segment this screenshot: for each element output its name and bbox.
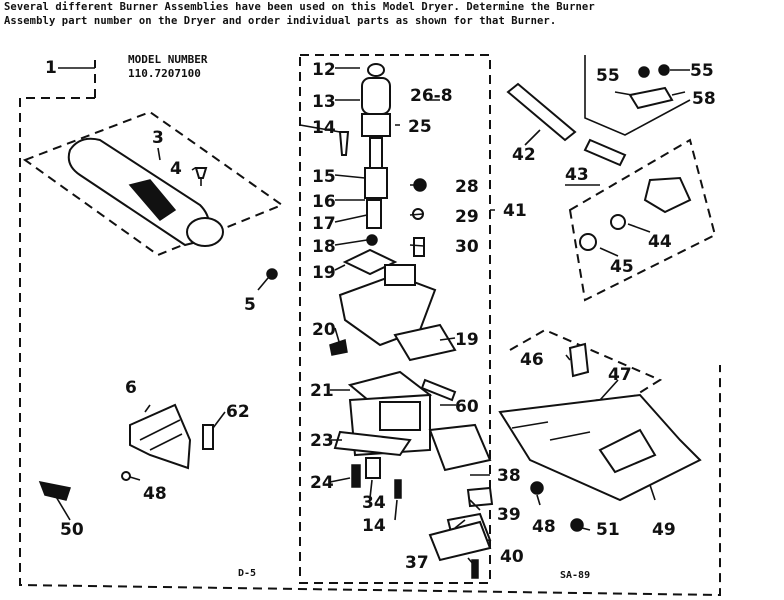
callout-48-left: 48 bbox=[143, 484, 167, 504]
callout-5: 5 bbox=[244, 295, 256, 315]
item-3-border bbox=[22, 110, 285, 257]
callout-34: 34 bbox=[362, 493, 386, 513]
callout-51: 51 bbox=[596, 520, 620, 540]
leader-lines bbox=[54, 67, 690, 566]
callout-29: 29 bbox=[455, 207, 479, 227]
callout-37: 37 bbox=[405, 553, 429, 573]
callout-25: 25 bbox=[408, 117, 432, 137]
callout-26-8: 26-8 bbox=[410, 86, 453, 106]
callout-14-bottom: 14 bbox=[362, 516, 386, 536]
model-number: 110.7207100 bbox=[128, 67, 201, 80]
callout-45: 45 bbox=[610, 257, 634, 277]
callout-38: 38 bbox=[497, 466, 521, 486]
callout-49: 49 bbox=[652, 520, 676, 540]
callout-30: 30 bbox=[455, 237, 479, 257]
callout-1: 1 bbox=[45, 58, 57, 78]
callout-58: 58 bbox=[692, 89, 716, 109]
callout-48-right: 48 bbox=[532, 517, 556, 537]
header-note: Several different Burner Assemblies have… bbox=[4, 0, 780, 28]
footer-left-code: D-5 bbox=[238, 568, 257, 579]
header-line-1: Several different Burner Assemblies have… bbox=[4, 1, 595, 13]
callout-42: 42 bbox=[512, 145, 536, 165]
outer-assembly-border bbox=[19, 60, 721, 597]
callout-6: 6 bbox=[125, 378, 137, 398]
callout-28: 28 bbox=[455, 177, 479, 197]
callout-14-top: 14 bbox=[312, 118, 336, 138]
callout-16: 16 bbox=[312, 192, 336, 212]
burner-group-border bbox=[299, 54, 491, 584]
callout-13: 13 bbox=[312, 92, 336, 112]
callout-3: 3 bbox=[152, 128, 164, 148]
model-number-block: MODEL NUMBER 110.7207100 bbox=[128, 53, 207, 81]
callout-23: 23 bbox=[310, 431, 334, 451]
callout-55-right: 55 bbox=[690, 61, 714, 81]
callout-50: 50 bbox=[60, 520, 84, 540]
callout-44: 44 bbox=[648, 232, 672, 252]
callout-19-top: 19 bbox=[312, 263, 336, 283]
base-plate-part bbox=[498, 393, 702, 502]
callout-60: 60 bbox=[455, 397, 479, 417]
callout-39: 39 bbox=[497, 505, 521, 525]
callout-15: 15 bbox=[312, 167, 336, 187]
callout-19-bottom: 19 bbox=[455, 330, 479, 350]
callout-43: 43 bbox=[565, 165, 589, 185]
callout-18: 18 bbox=[312, 237, 336, 257]
callout-40: 40 bbox=[500, 547, 524, 567]
callout-21: 21 bbox=[310, 381, 334, 401]
callout-47: 47 bbox=[608, 365, 632, 385]
item-46-border bbox=[509, 328, 663, 406]
callout-62: 62 bbox=[226, 402, 250, 422]
header-line-2: Assembly part number on the Dryer and or… bbox=[4, 15, 557, 27]
callout-12: 12 bbox=[312, 60, 336, 80]
callout-20: 20 bbox=[312, 320, 336, 340]
callout-4: 4 bbox=[170, 159, 182, 179]
callout-17: 17 bbox=[312, 214, 336, 234]
callout-55-left: 55 bbox=[596, 66, 620, 86]
model-label: MODEL NUMBER bbox=[128, 53, 208, 66]
callout-46: 46 bbox=[520, 350, 544, 370]
item-43-border bbox=[568, 138, 717, 302]
footer-right-code: SA-89 bbox=[560, 570, 591, 581]
callout-numbers: 1 3 4 5 6 12 13 26-8 25 14 15 16 28 17 2… bbox=[45, 58, 716, 573]
callout-24: 24 bbox=[310, 473, 334, 493]
bracket-part bbox=[129, 403, 192, 470]
callout-41: 41 bbox=[503, 201, 527, 221]
burner-tube-part bbox=[67, 137, 224, 247]
